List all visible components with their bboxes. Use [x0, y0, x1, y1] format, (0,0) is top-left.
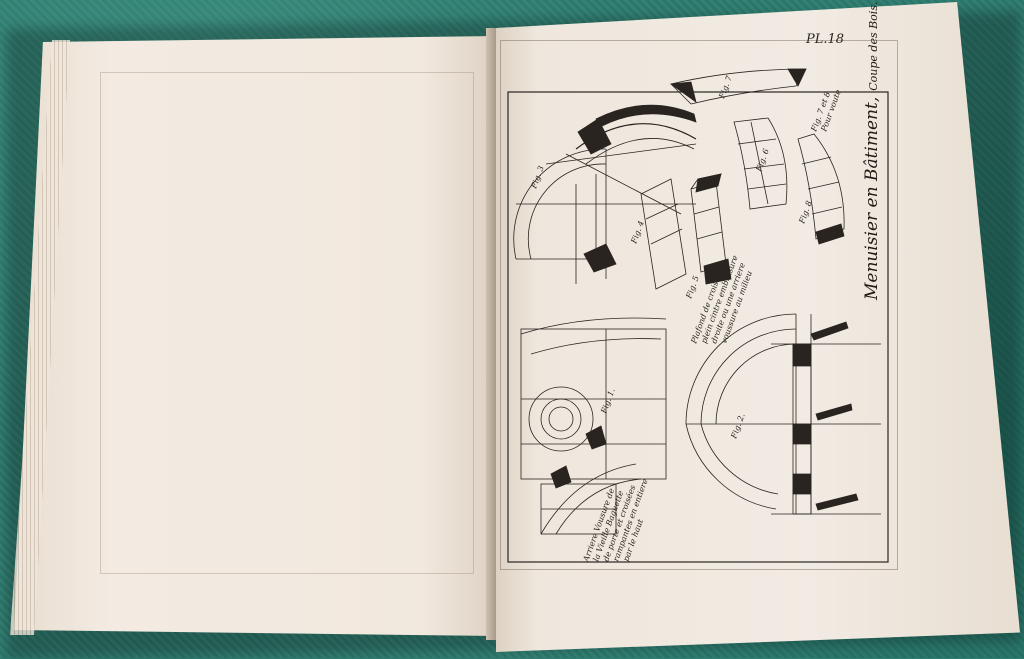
engraving-illustration: Fig. 3 Fig. 4 Fig. 5 Fig. 6 Fig. 7 Fig. … [507, 68, 889, 564]
plate-title: Menuisier en Bâtiment, Coupe des Bois. [862, 2, 882, 300]
fig7-label: Fig. 7 [717, 74, 734, 101]
fig8-label: Fig. 8 [797, 200, 814, 226]
fig4-label: Fig. 4 [629, 220, 646, 246]
plate-title-sub: Coupe des Bois. [867, 1, 880, 91]
left-page-blank [14, 36, 496, 636]
fig1-label: Fig. 1. [599, 387, 617, 415]
fig3-label: Fig. 3 [529, 165, 546, 191]
fig4-drawing [640, 178, 687, 290]
fig2-label: Fig. 2. [729, 412, 747, 440]
plate-border [500, 40, 898, 570]
fig7-drawing [669, 68, 807, 105]
engraving-inner-frame [507, 91, 889, 563]
fig3-dark-arc [595, 104, 697, 127]
plate-number: PL.18 [806, 32, 845, 47]
plate-title-main: Menuisier en Bâtiment, [862, 96, 882, 300]
fig8-drawing [797, 133, 845, 245]
fig5-label: Fig. 5 [684, 275, 701, 301]
right-page [496, 2, 1020, 652]
fig6-drawing [733, 117, 788, 210]
fig3-dark-base [583, 243, 617, 273]
fig3-dark-block [577, 118, 612, 155]
fig5-drawing [690, 173, 732, 285]
left-page-plate-mark [100, 72, 474, 574]
fig2-drawing [685, 313, 881, 515]
fig6-label: Fig. 6 [754, 148, 771, 174]
fig1-drawing [520, 317, 667, 535]
